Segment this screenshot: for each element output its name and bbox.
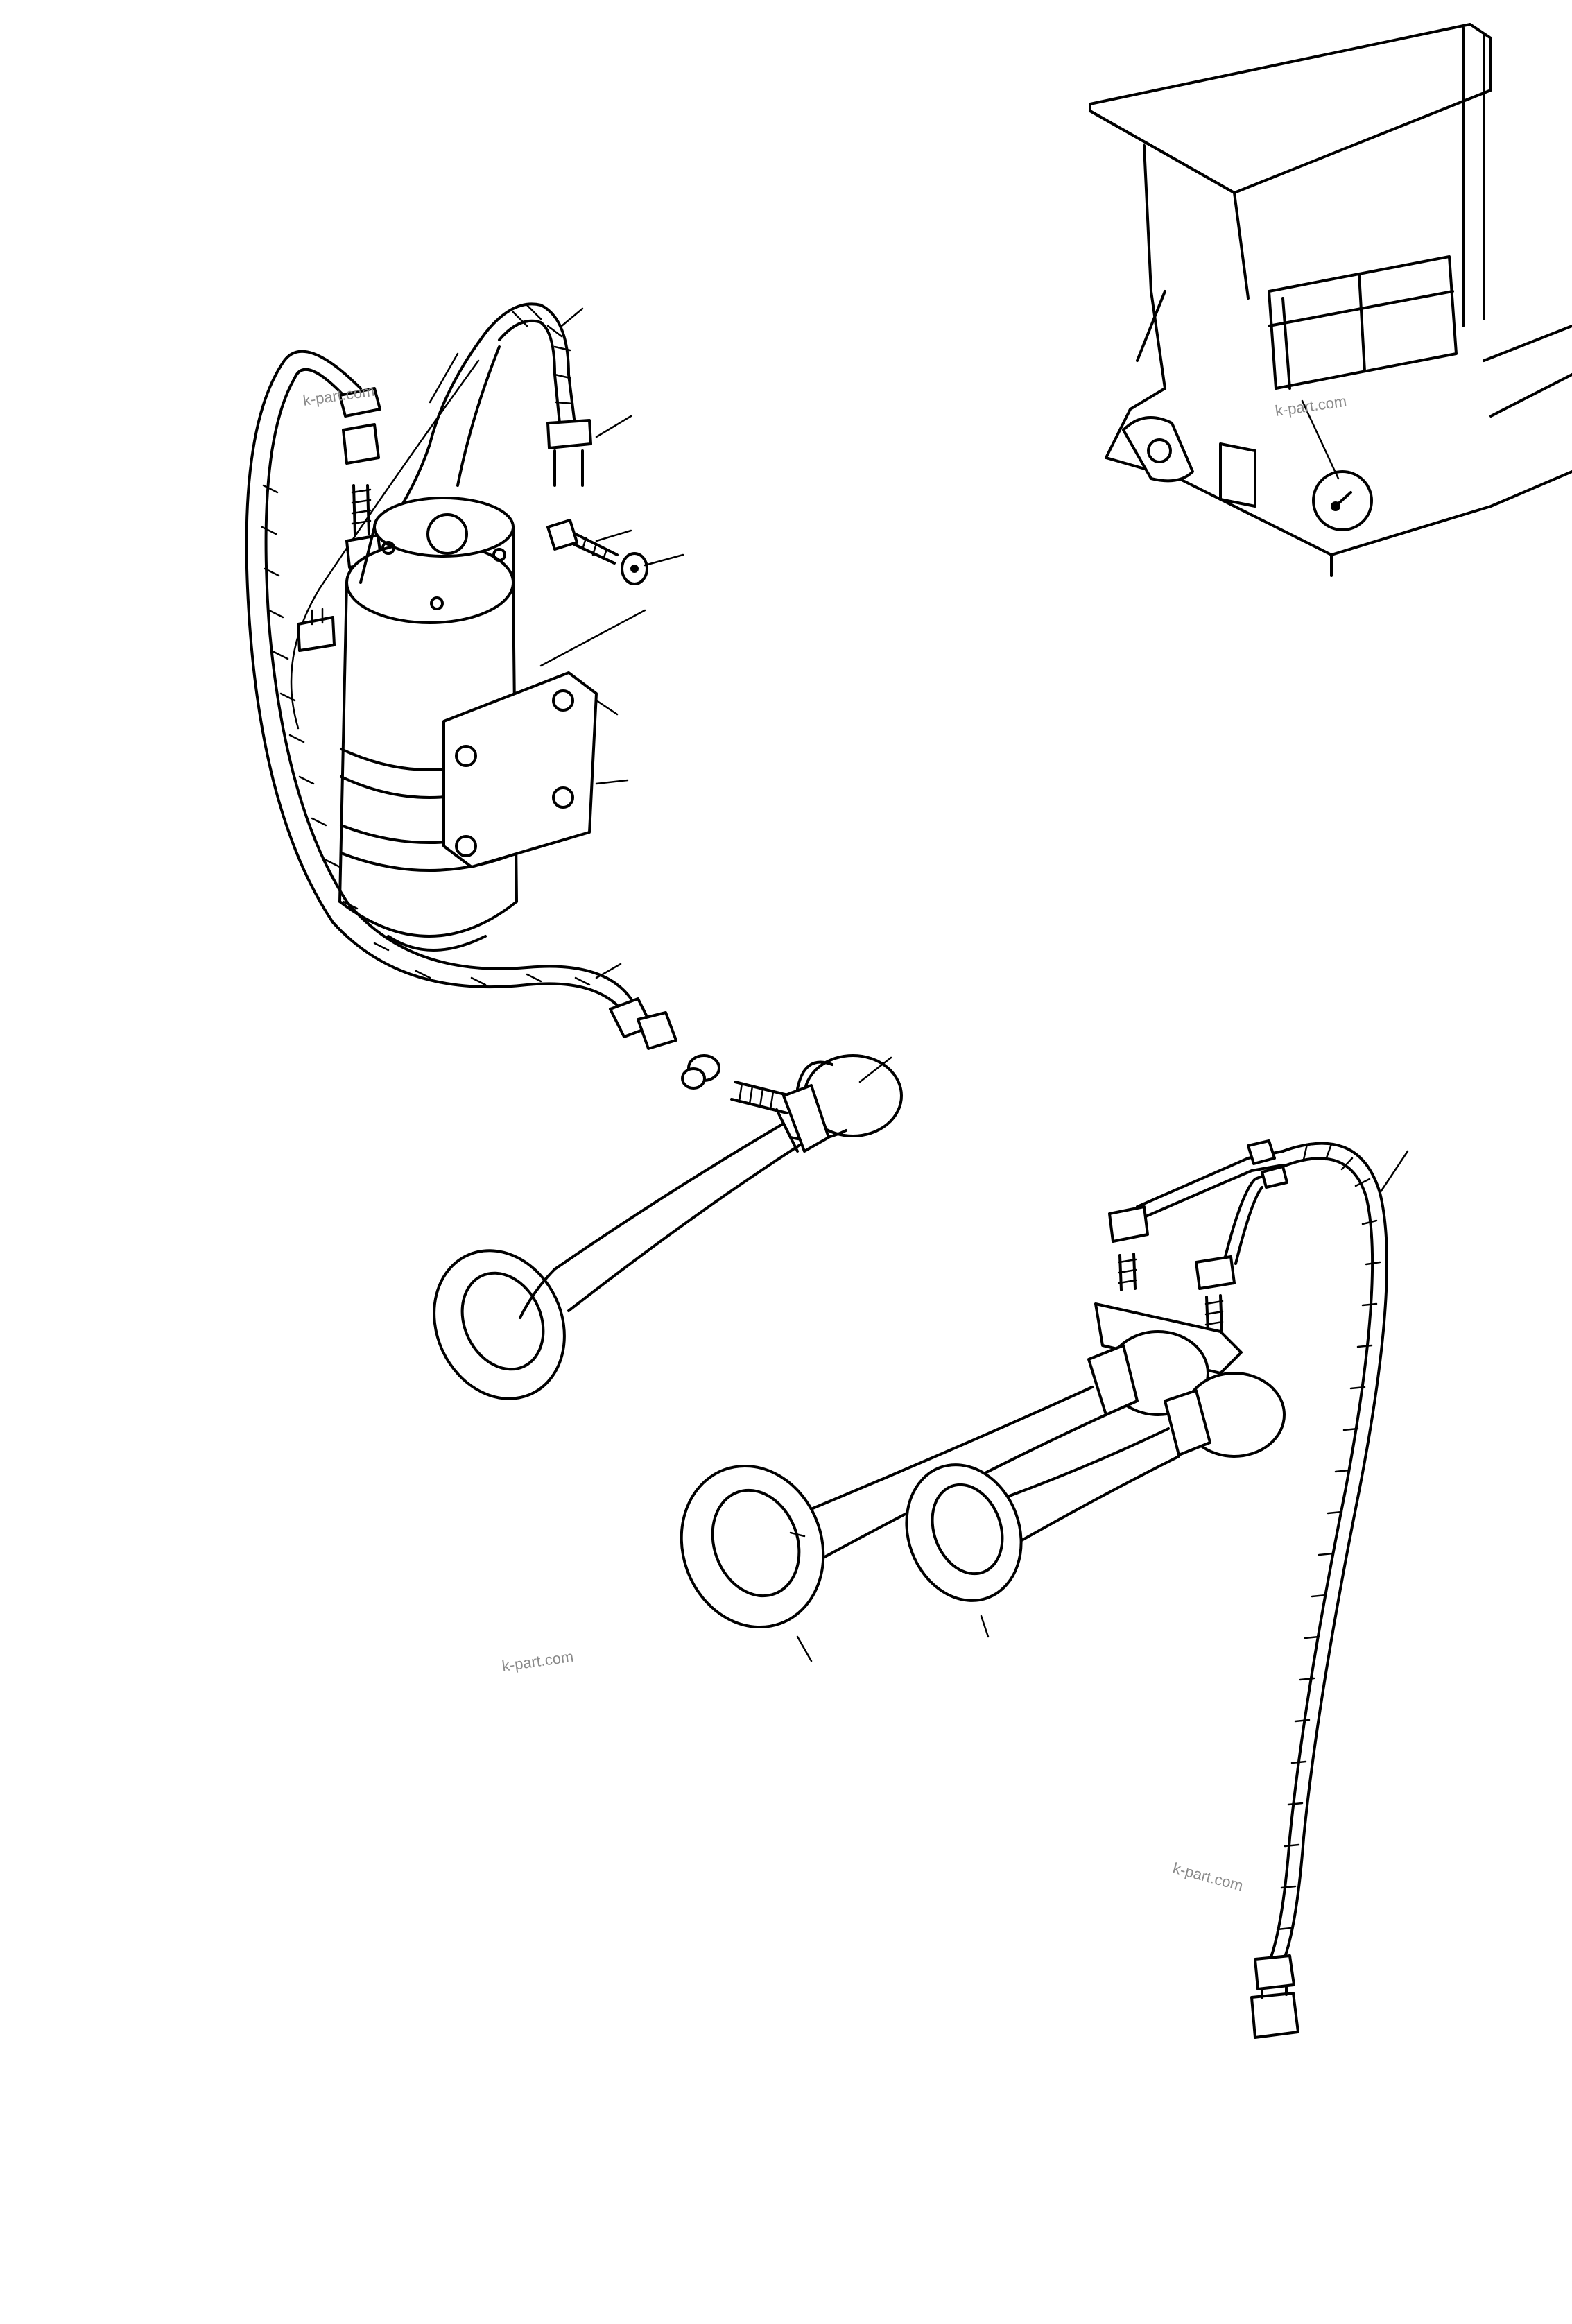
horn-location-marker — [1312, 470, 1373, 531]
watermark-text: k-part.com — [1274, 393, 1347, 420]
machine-cab-locator-view — [1089, 23, 1572, 577]
watermark-text: k-part.com — [1171, 1859, 1245, 1895]
single-horn-assembly — [433, 997, 903, 1400]
twin-horn-assembly — [680, 1139, 1288, 1629]
leader-lines — [429, 307, 1409, 1662]
long-braided-hose — [1250, 1142, 1388, 2039]
compressor-assembly — [245, 302, 648, 1014]
watermark-text: k-part.com — [501, 1648, 574, 1675]
